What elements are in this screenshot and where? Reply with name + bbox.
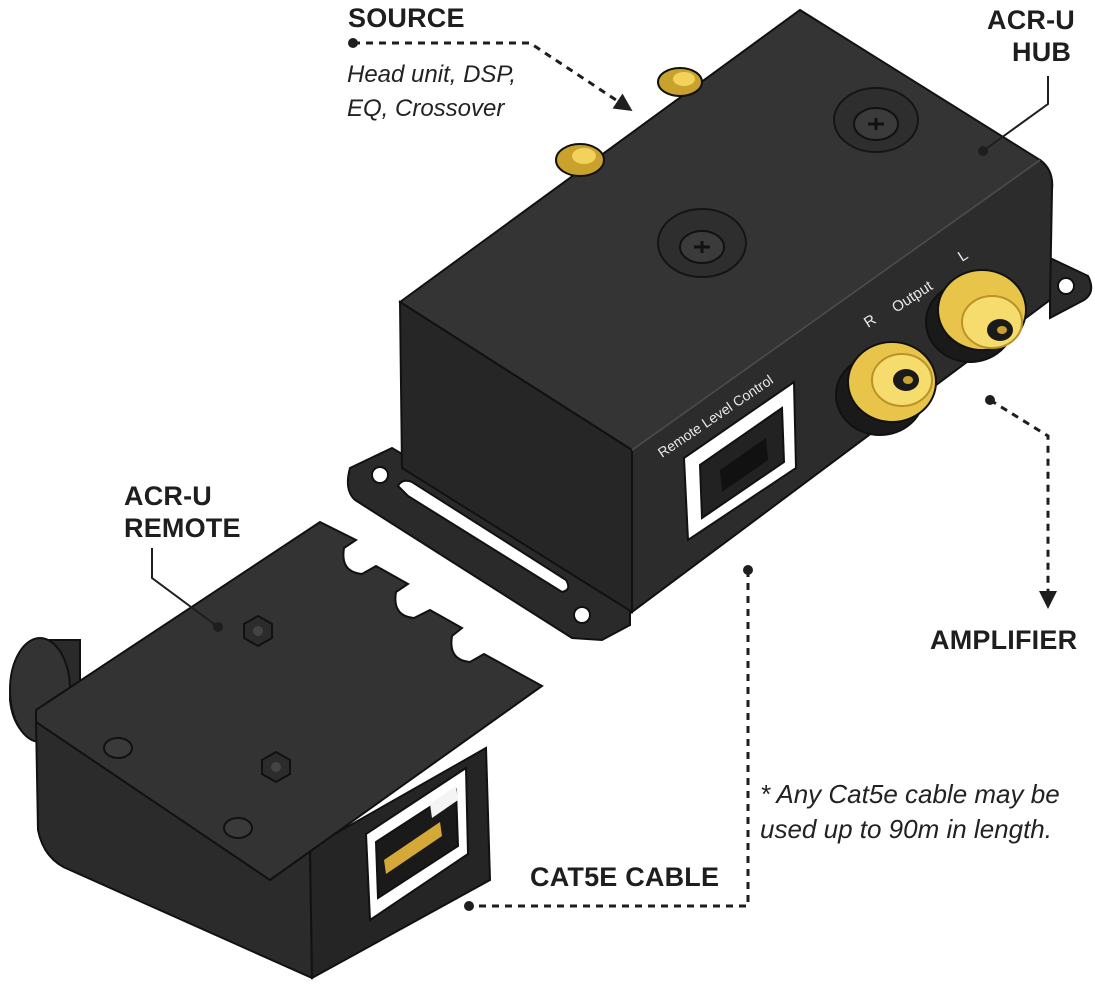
hub-input-rca-jack-2 — [657, 67, 703, 97]
remote-top-plate — [35, 520, 544, 882]
cat5e-cable-title: CAT5E CABLE — [530, 862, 720, 892]
amplifier-callout — [985, 395, 1057, 609]
hub-callout — [978, 76, 1049, 156]
remote-hole-2 — [223, 817, 253, 839]
acr-u-hub-device: Remote Level Control Output R L — [346, 8, 1093, 642]
remote-callout — [151, 548, 223, 632]
cable-length-note-line-2: used up to 90m in length. — [760, 814, 1052, 844]
hub-title-line-1: ACR-U — [987, 5, 1075, 35]
hub-flange-hole-bottom — [573, 606, 591, 624]
remote-front-face — [34, 718, 314, 980]
remote-rj45-port — [364, 766, 470, 922]
hub-flange-hole-left — [371, 466, 389, 484]
hub-flange-slot — [396, 479, 570, 594]
source-callout — [348, 38, 633, 111]
amplifier-title: AMPLIFIER — [930, 625, 1078, 655]
remote-title-line-2: REMOTE — [124, 513, 241, 543]
hub-title-line-2: HUB — [1012, 37, 1072, 67]
cat5e-cable-callout — [464, 565, 753, 911]
hub-screw-top-back — [833, 87, 919, 153]
acr-u-remote-device — [8, 520, 544, 980]
remote-title-line-1: ACR-U — [124, 481, 212, 511]
hub-screw-top-front — [657, 208, 747, 278]
hub-input-rca-jack-1 — [555, 143, 605, 177]
hub-flange-hole-right — [1057, 277, 1075, 295]
remote-hole-1 — [103, 737, 133, 759]
source-subtitle-line-1: Head unit, DSP, — [347, 61, 516, 88]
hub-output-rca-jack-left — [925, 269, 1027, 363]
remote-screw-bottom — [261, 750, 291, 784]
hub-remote-level-control-port — [682, 380, 798, 542]
cable-length-note-line-1: * Any Cat5e cable may be — [760, 779, 1060, 809]
hub-output-rca-jack-right — [835, 341, 937, 436]
source-subtitle-line-2: EQ, Crossover — [347, 95, 505, 122]
source-title: SOURCE — [348, 3, 465, 33]
remote-screw-top — [243, 614, 273, 648]
